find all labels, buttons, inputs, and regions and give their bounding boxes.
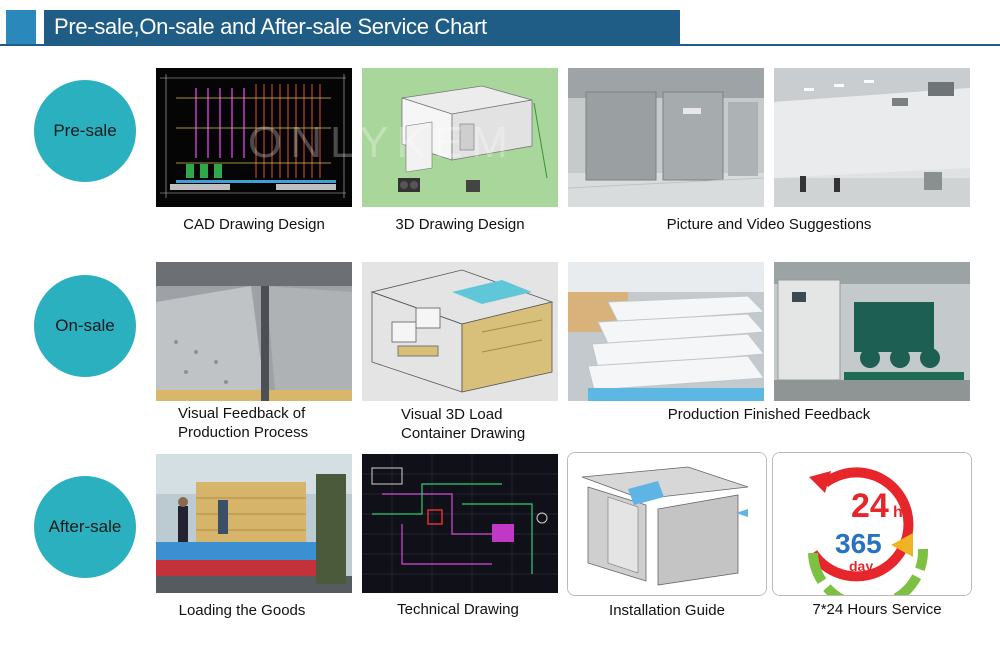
header-accent xyxy=(6,10,36,44)
badge-days-unit: day xyxy=(849,558,873,574)
loading-goods-image xyxy=(156,454,352,593)
watermark: ONLYKEM xyxy=(248,118,516,167)
caption-service: 7*24 Hours Service xyxy=(812,601,942,618)
finished-panels-image xyxy=(568,262,764,401)
technical-drawing-image xyxy=(362,454,558,593)
picture-suggestion-image-1 xyxy=(568,68,764,207)
container-load-image xyxy=(362,262,558,401)
stage-circle-on-sale: On-sale xyxy=(34,275,136,377)
production-process-image xyxy=(156,262,352,401)
badge-days: 365 xyxy=(835,528,882,559)
stage-circle-pre-sale: Pre-sale xyxy=(34,80,136,182)
stage-label: After-sale xyxy=(48,517,122,536)
installation-guide-image xyxy=(567,452,767,596)
3d-drawing-image xyxy=(362,68,558,207)
header-divider xyxy=(0,44,1000,46)
badge-hours-unit: hr xyxy=(893,504,909,521)
stage-label: Pre-sale xyxy=(53,121,117,140)
stage-circle-after-sale: After-sale xyxy=(34,476,136,578)
caption-visual-feedback-line2: Production Process xyxy=(178,424,309,441)
caption-3d: 3D Drawing Design xyxy=(395,216,525,233)
caption-visual-feedback-line1: Visual Feedback of xyxy=(178,405,306,422)
production-finished-image xyxy=(774,262,970,401)
caption-load-line2: Container Drawing xyxy=(401,425,526,442)
caption-loading: Loading the Goods xyxy=(178,602,306,619)
header-bar: Pre-sale,On-sale and After-sale Service … xyxy=(44,10,680,44)
cad-drawing-image xyxy=(156,68,352,207)
badge-hours: 24 xyxy=(851,487,889,525)
caption-picture-video: Picture and Video Suggestions xyxy=(666,216,872,233)
caption-technical: Technical Drawing xyxy=(397,601,519,618)
service-badge-image: 24 hr 365 day xyxy=(772,452,972,596)
caption-load-line1: Visual 3D Load xyxy=(401,406,503,423)
caption-finished: Production Finished Feedback xyxy=(667,406,871,423)
page-title: Pre-sale,On-sale and After-sale Service … xyxy=(54,14,487,39)
stage-label: On-sale xyxy=(55,316,115,335)
caption-installation: Installation Guide xyxy=(609,602,725,619)
picture-suggestion-image-2 xyxy=(774,68,970,207)
caption-cad: CAD Drawing Design xyxy=(183,216,325,233)
